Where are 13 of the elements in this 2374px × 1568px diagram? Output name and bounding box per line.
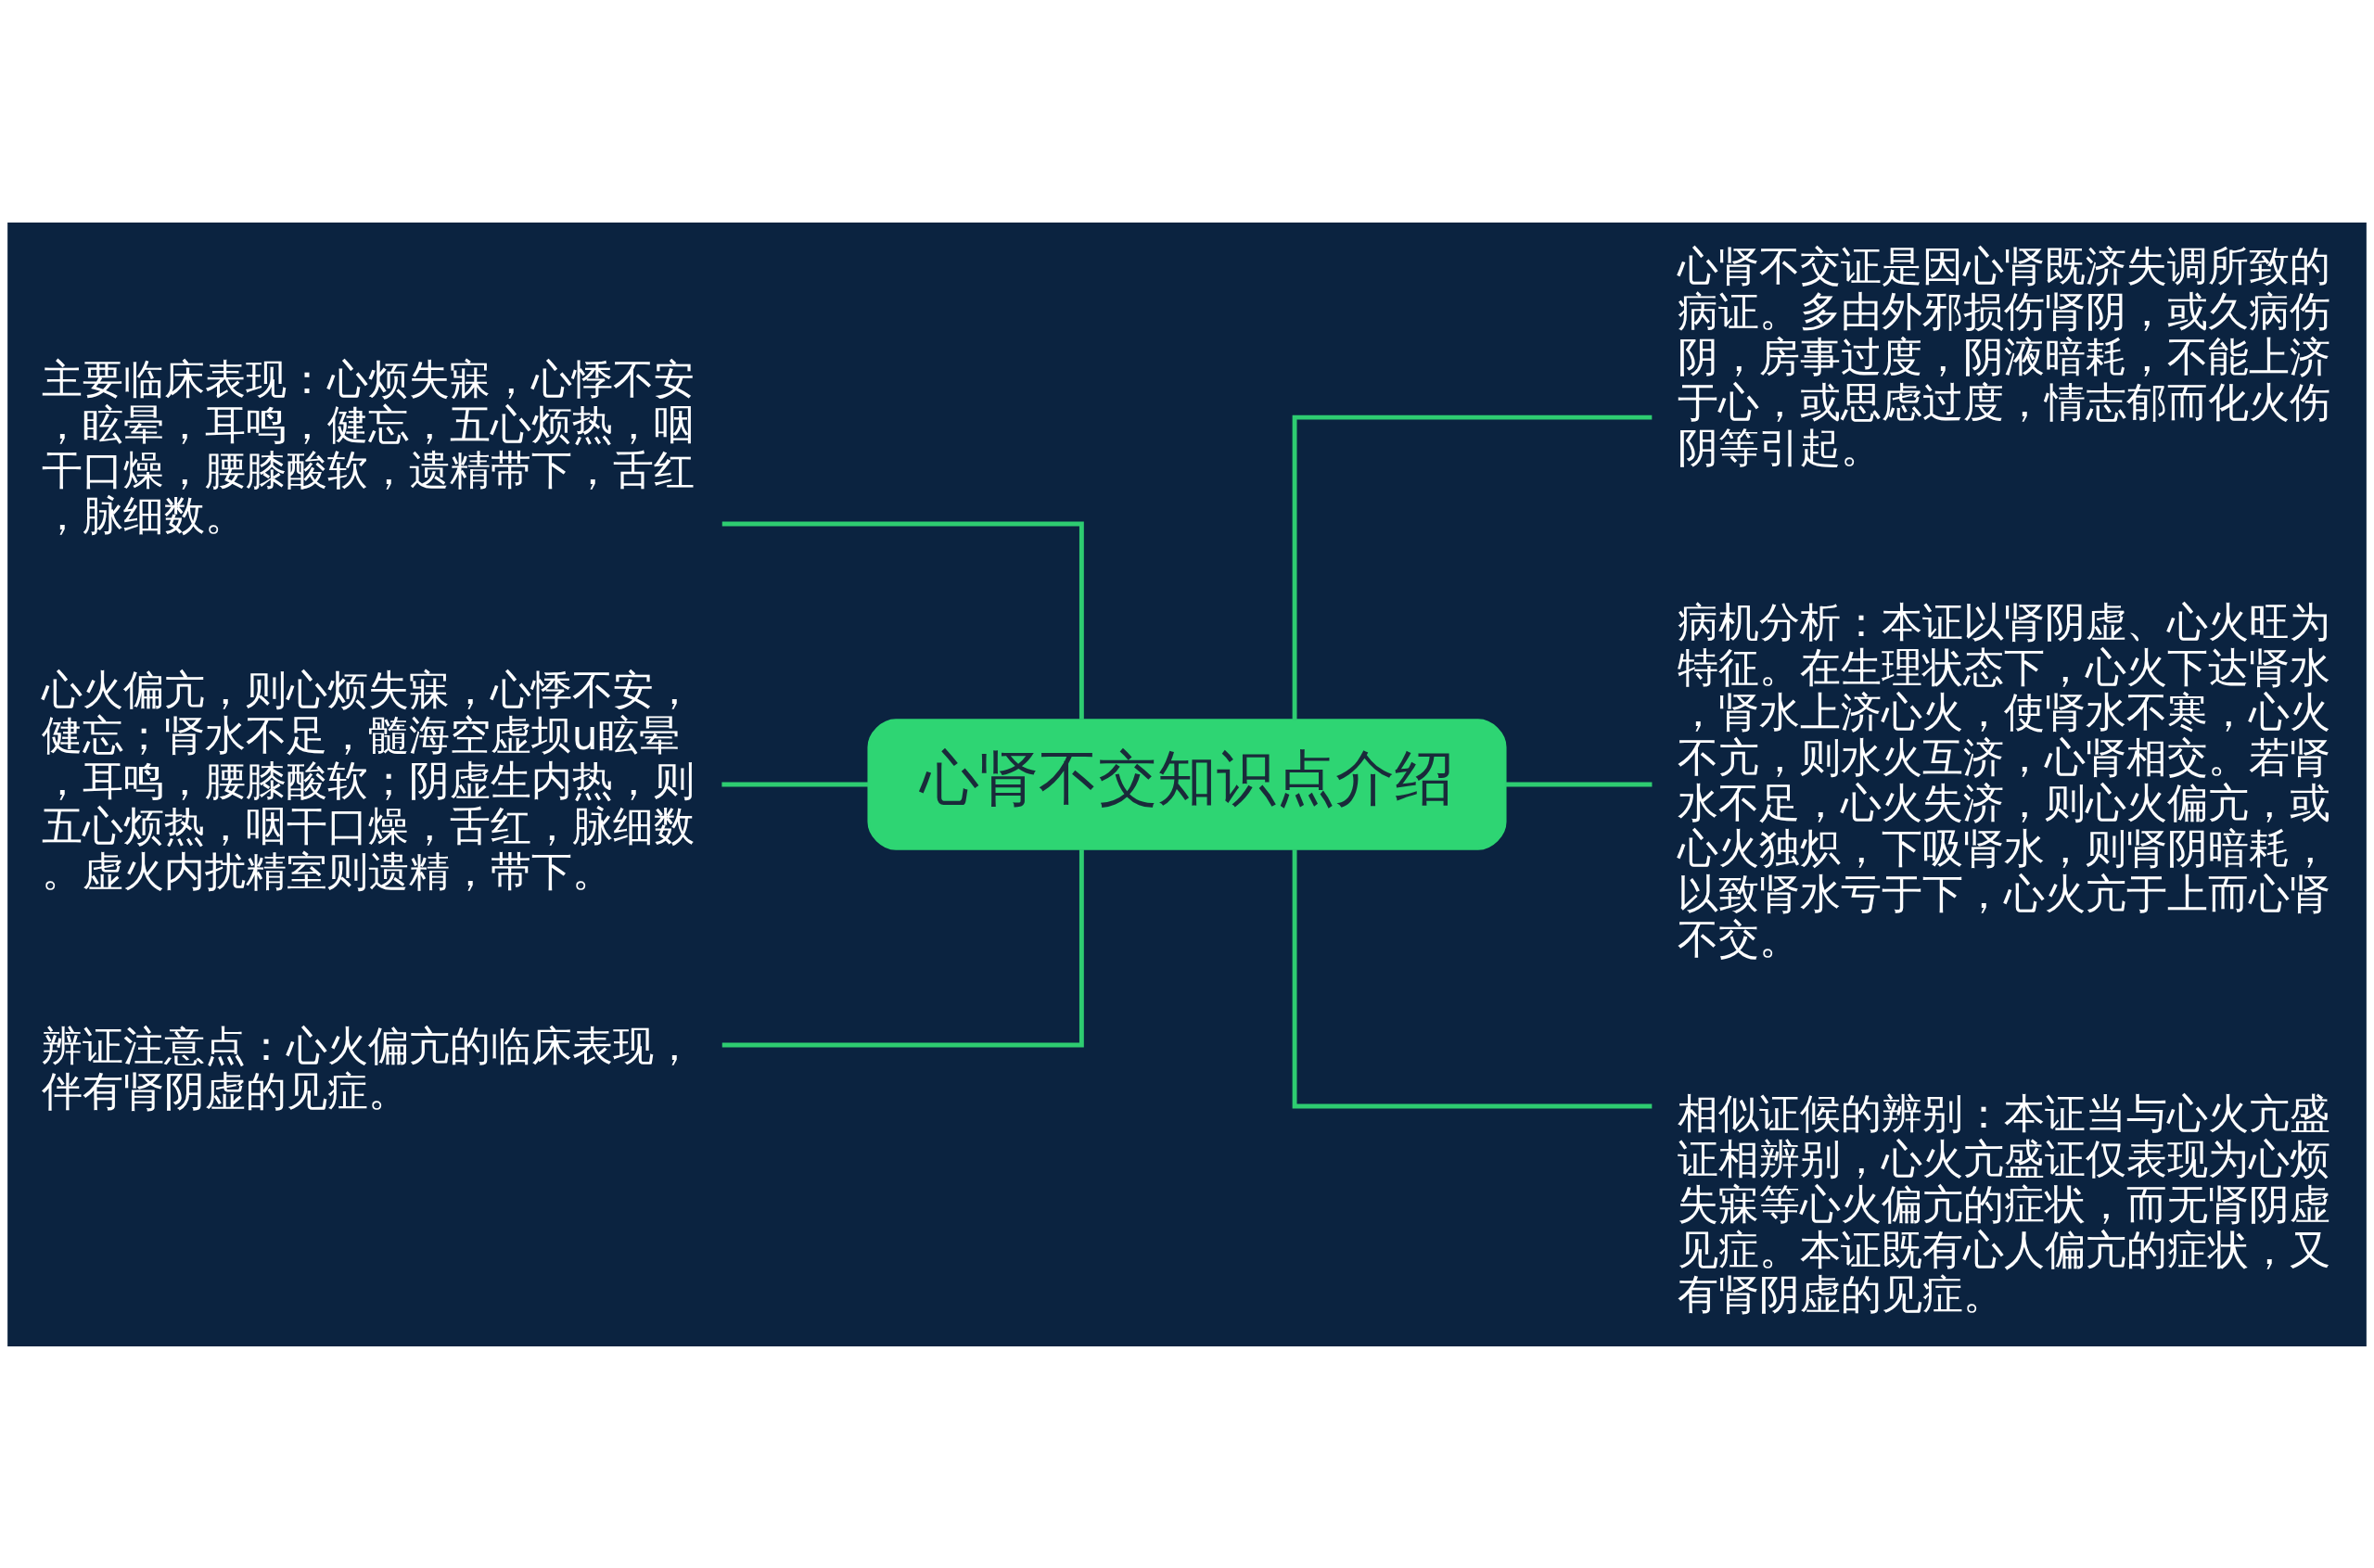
node-text: 辨证注意点：心火偏亢的临床表现，伴有肾阴虚的见症。 — [41, 1021, 695, 1115]
node-text: 心肾不交证是因心肾既济失调所致的病证。多由外邪损伤肾阴，或久病伤阴，房事过度，阴液暗耗，不能上济于心，或思虑过度，情志郁而化火伤阴等引起。 — [1678, 241, 2331, 471]
node-text: 主要临床表现：心烦失寐，心悸不安，眩晕，耳鸣，健忘，五心烦热，咽干口燥，腰膝酸软，遗精带下，舌红，脉细数。 — [41, 354, 695, 539]
connector — [1505, 782, 1653, 786]
connector — [1292, 414, 1653, 720]
connector — [1292, 848, 1653, 1108]
node-text: 心火偏亢，则心烦失寐，心悸不安，健忘；肾水不足，髓海空虚坝u眩晕，耳鸣，腰膝酸软；阴虚生内热，则五心烦热，咽干口燥，舌红，脉细数。虚火内扰精室则遗精，带下。 — [41, 665, 695, 894]
connector — [721, 848, 1084, 1047]
connector — [721, 521, 1084, 720]
node-text: 相似证候的辨别：本证当与心火亢盛证相辨别，心火亢盛证仅表现为心烦失寐等心火偏亢的症状，而无肾阴虚见症。本证既有心人偏亢的症状，又有肾阴虚的见症。 — [1678, 1089, 2331, 1318]
node-box: 心肾不交知识点介绍 — [867, 718, 1507, 850]
connector — [721, 782, 869, 786]
node-text: 病机分析：本证以肾阴虚、心火旺为特征。在生理状态下，心火下达肾水，肾水上济心火，使肾水不寒，心火不亢，则水火互济，心肾相交。若肾水不足，心火失济，则心火偏亢，或心火独炽，下吸肾水，则肾阴暗耗，以致肾水亏于下，心火亢于上而心肾不交。 — [1678, 597, 2331, 962]
